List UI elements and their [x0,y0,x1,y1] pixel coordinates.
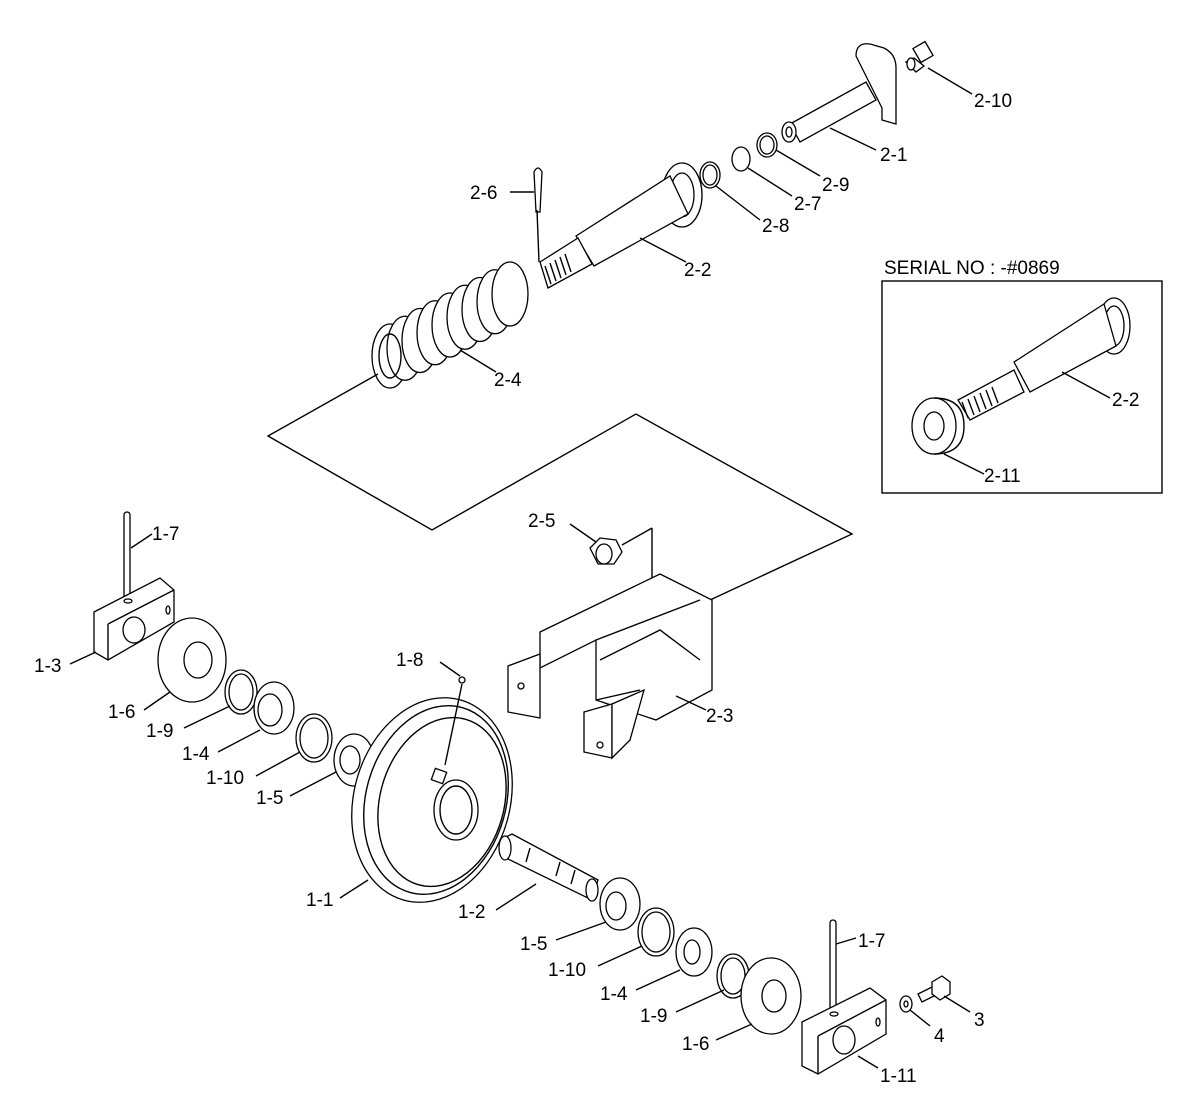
callout-2-2: 2-2 [684,260,711,281]
callout-1-9-left: 1-9 [146,721,173,742]
callout-1-11: 1-11 [880,1066,917,1087]
part-bolt [917,975,951,1003]
part-cylinder-shaft [539,162,703,289]
callout-1-4-left: 1-4 [182,744,210,765]
part-bracket [507,573,713,760]
part-washer-1-6-left [157,617,227,703]
assembly-outline [266,373,854,601]
part-block-right [801,987,887,1075]
inset-panel: SERIAL NO : -#0869 2-2 2-11 [881,258,1163,494]
callout-2-9: 2-9 [822,175,849,196]
part-pin-right [829,919,837,1017]
part-ring-2-9 [756,132,778,158]
callout-1-8: 1-8 [396,650,423,671]
part-grease-fitting [904,40,934,73]
callout-1-5-right: 1-5 [520,934,547,955]
callout-3: 3 [974,1010,985,1031]
part-ring-1-9-right [716,953,750,999]
callout-1-4-right: 1-4 [600,984,628,1005]
part-seal-1-4-right [675,927,713,977]
part-cotter-pin [533,167,543,263]
callout-2-6: 2-6 [470,183,497,204]
callout-2-1: 2-1 [880,145,907,166]
callout-2-4: 2-4 [494,370,522,391]
part-block-left [93,577,175,661]
spring-end-opening [378,333,402,379]
leader-lines [69,67,973,1069]
inset-part-shaft [957,297,1131,421]
part-spring [371,261,529,389]
part-ring-1-10-right [637,907,675,957]
spring-coil [491,261,529,327]
callout-1-6-left: 1-6 [108,702,135,723]
callout-2-5: 2-5 [528,511,555,532]
callout-2-7: 2-7 [794,194,821,215]
inset-callout-2-11: 2-11 [984,466,1021,487]
part-ring-1-9-left [224,669,258,715]
callout-2-3: 2-3 [706,706,733,727]
callout-1-10-right: 1-10 [548,960,586,981]
part-washer-4 [899,995,913,1013]
part-seal-1-4-left [253,681,295,735]
part-ring-2-8 [699,161,721,189]
callout-1-1: 1-1 [306,890,333,911]
part-ring-1-10-left [295,713,333,763]
callout-2-8: 2-8 [762,216,789,237]
callout-1-2: 1-2 [458,902,485,923]
callout-1-9-right: 1-9 [640,1006,667,1027]
callout-1-10-left: 1-10 [206,768,244,789]
part-pin-left [123,511,131,603]
callout-1-6-right: 1-6 [682,1034,709,1055]
callout-1-7-left: 1-7 [152,524,179,545]
callout-4: 4 [934,1026,945,1047]
inset-part-collar [911,397,965,455]
inset-callout-2-2: 2-2 [1112,390,1139,411]
part-bearing-1-5-right [599,877,641,931]
callout-2-10: 2-10 [974,91,1012,112]
callout-1-3: 1-3 [34,656,61,677]
callout-labels: 2-10 2-1 2-9 2-7 2-8 2-6 2-2 2-4 2-5 2-3… [34,91,1012,1087]
part-idler-wheel [351,683,513,903]
callout-1-7-right: 1-7 [858,931,885,952]
inset-title: SERIAL NO : -#0869 [884,258,1060,279]
part-disc-2-7 [731,146,751,172]
callout-1-5-left: 1-5 [256,788,283,809]
part-rod [781,43,897,143]
part-plug-1-8 [458,676,466,684]
part-shaft [498,833,599,902]
part-washer-1-6-right [740,957,802,1035]
